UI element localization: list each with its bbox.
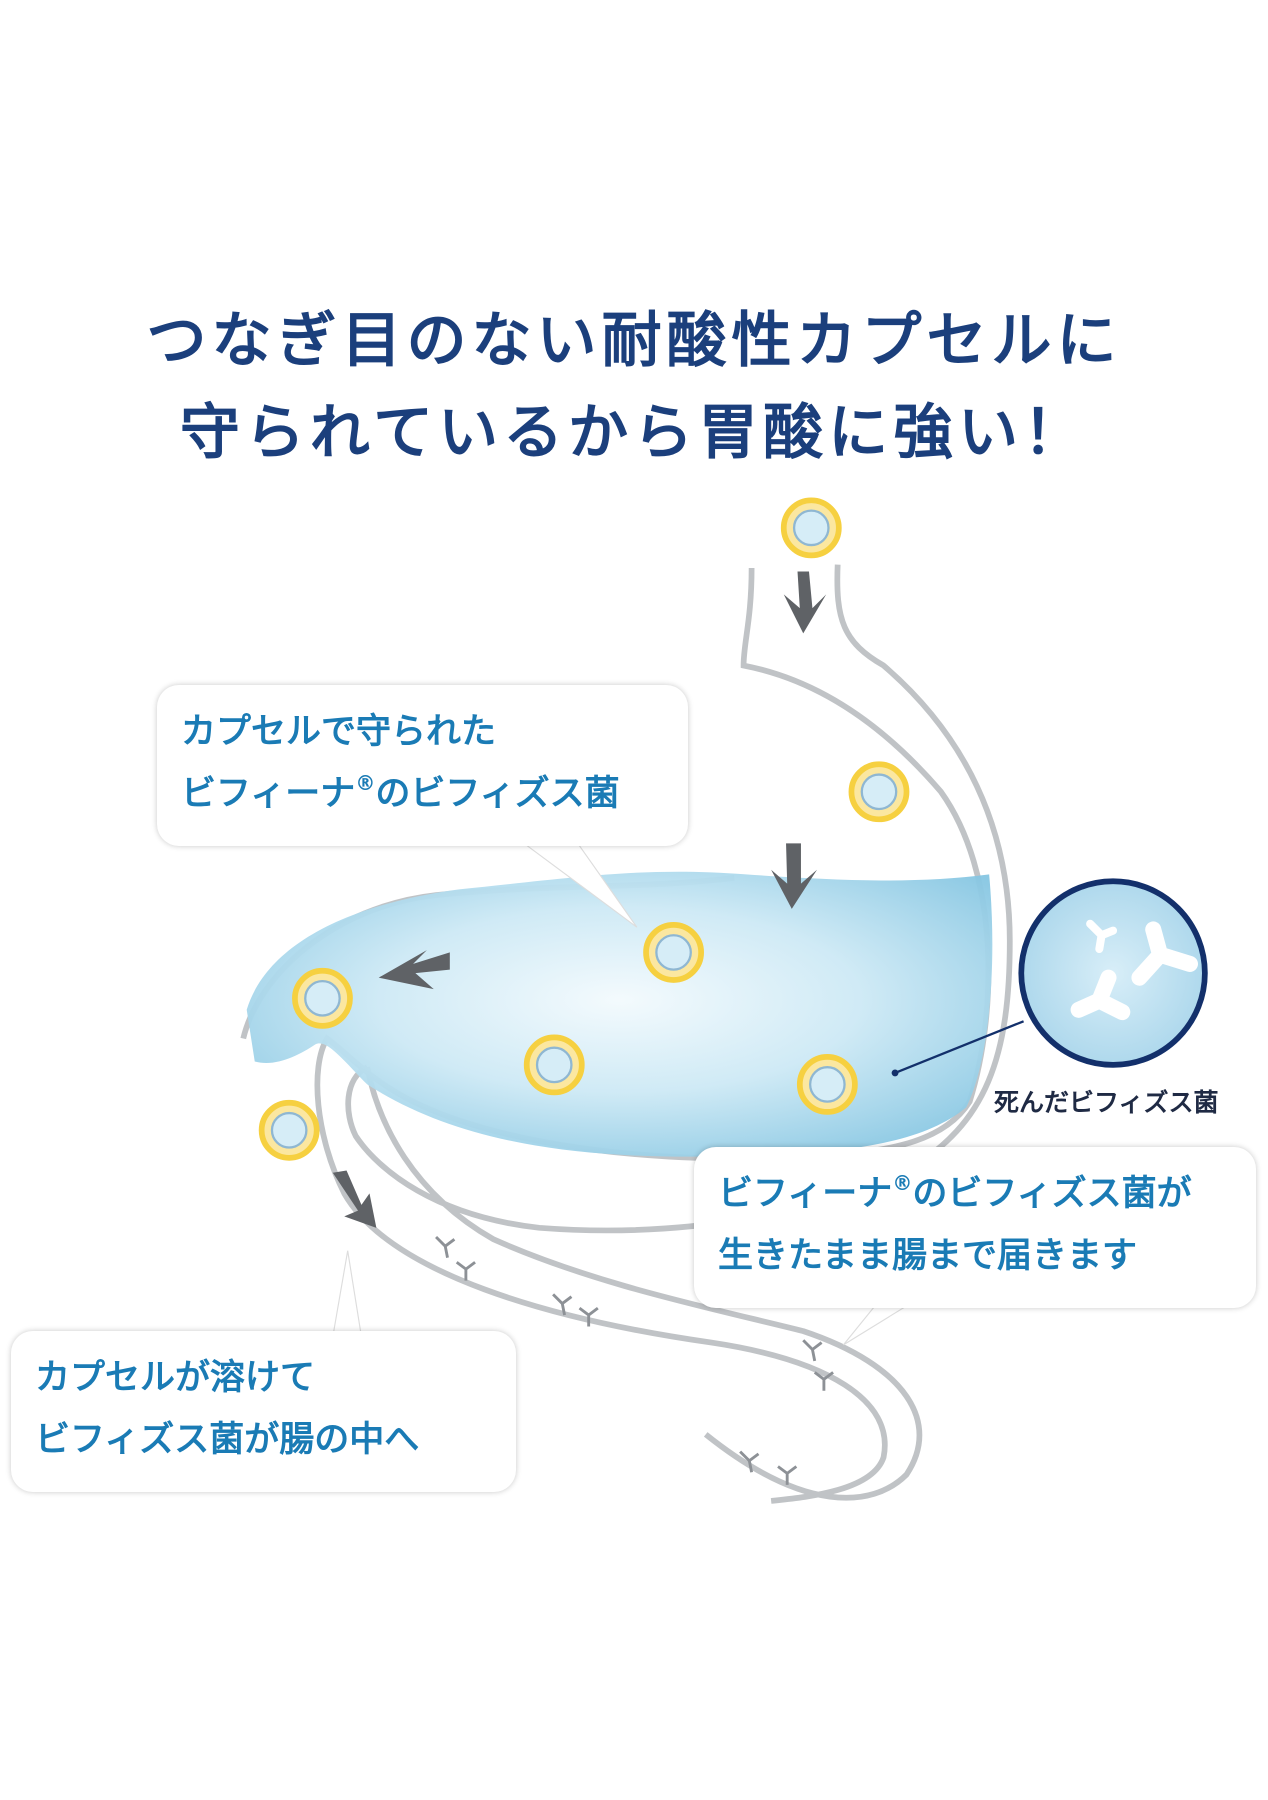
headline-line-1: つなぎ目のない耐酸性カプセルに (146, 306, 1122, 376)
registered-mark: ® (355, 771, 376, 795)
capsule-icon (258, 1099, 320, 1161)
headline-line-2: 守られているから胃酸に強い！ (179, 398, 1089, 468)
arrow-down-right-icon (332, 1170, 377, 1228)
callout-protected-capsule: カプセルで守られた ビフィーナ®のビフィズス菌 (157, 685, 688, 846)
callout-tail (332, 1250, 363, 1338)
callout-line: ビフィーナ®のビフィズス菌が (718, 1163, 1232, 1225)
callout-line: 生きたまま腸まで届きます (718, 1236, 1137, 1276)
callout-line: ビフィーナ®のビフィズス菌 (181, 763, 664, 825)
callout-capsule-dissolves: カプセルが溶けて ビフィズス菌が腸の中へ (11, 1331, 516, 1492)
callout-text: のビフィズス菌が (912, 1174, 1192, 1214)
dead-bacterium-icon (1086, 919, 1118, 953)
capsules (258, 497, 910, 1161)
callout-tail (842, 1301, 915, 1346)
dead-bacterium-icon (1131, 921, 1198, 986)
brand-name: ビフィーナ (718, 1174, 893, 1214)
capsule-icon (643, 922, 704, 983)
registered-mark: ® (892, 1171, 913, 1195)
capsule-icon (796, 1053, 858, 1115)
arrow-left-icon (378, 950, 450, 990)
arrow-icons (332, 571, 827, 1228)
brand-name: ビフィーナ (181, 774, 356, 814)
callout-text: のビフィズス菌 (375, 774, 620, 814)
arrow-down-icon (783, 571, 827, 634)
dead-bacteria-label: 死んだビフィズス菌 (994, 1088, 1219, 1117)
bacteria-icons (435, 1235, 834, 1485)
capsule-icon (292, 967, 353, 1029)
callout-alive-to-intestine: ビフィーナ®のビフィズス菌が 生きたまま腸まで届きます (694, 1147, 1256, 1308)
dead-bacterium-icon (1070, 969, 1131, 1021)
callout-line: ビフィズス菌が腸の中へ (35, 1420, 420, 1460)
capsule-icon (780, 497, 842, 559)
capsule-icon (523, 1034, 585, 1096)
dead-bacteria-zoom-circle (1018, 878, 1208, 1068)
callout-line: カプセルが溶けて (35, 1358, 316, 1398)
arrow-down-icon (771, 843, 818, 909)
callout-line: カプセルで守られた (181, 712, 497, 752)
capsule-icon (848, 761, 910, 823)
